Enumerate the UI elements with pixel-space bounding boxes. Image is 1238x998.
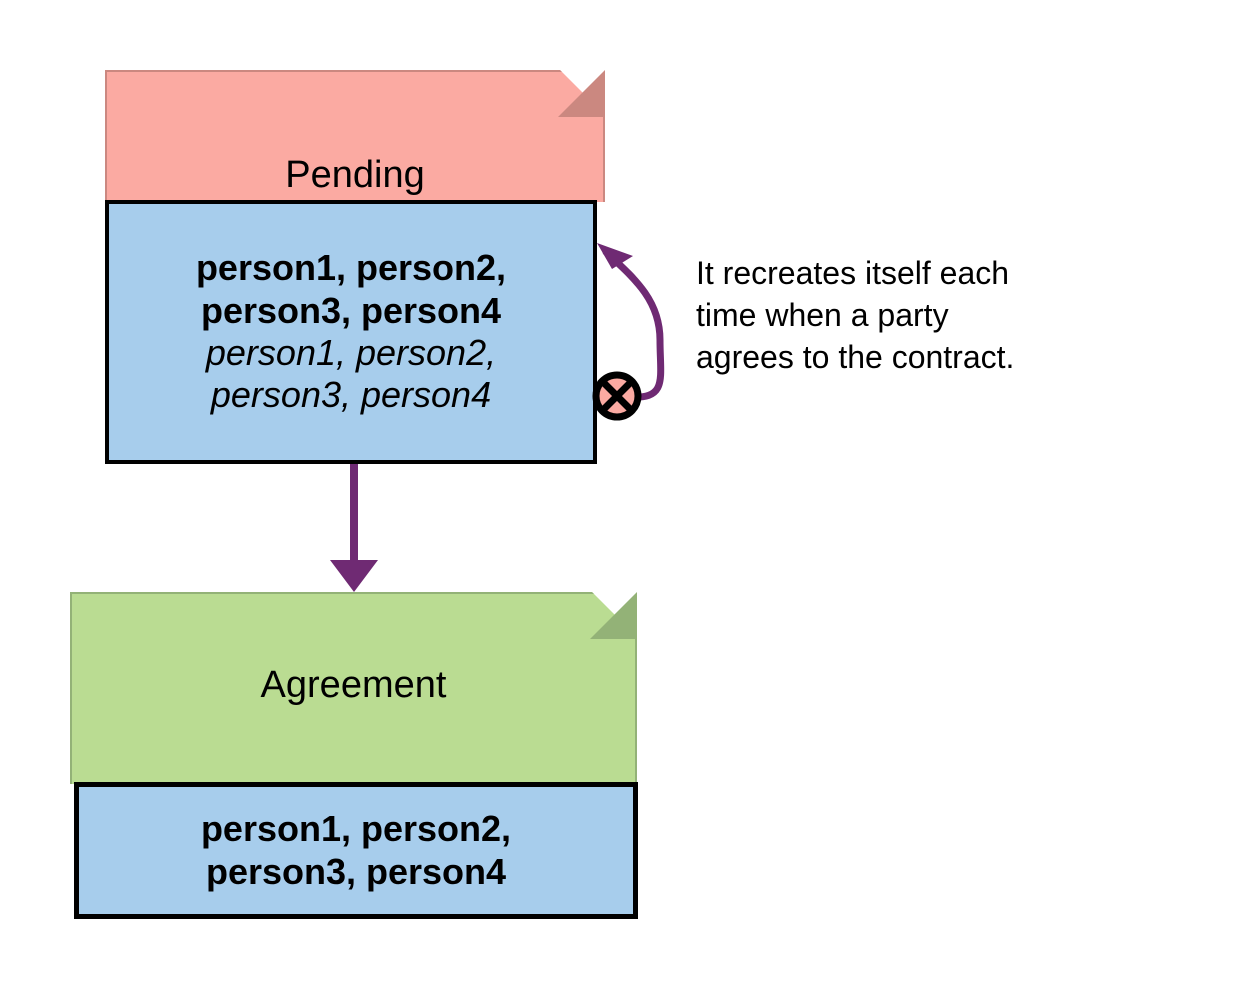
circle-cross-icon [592, 371, 642, 421]
agreement-note-shape [70, 592, 637, 784]
pending-note-header[interactable]: Pending [105, 70, 605, 202]
pending-party-line-2: person3, person4 [200, 289, 502, 331]
pending-to-agreement-edge[interactable] [330, 464, 378, 592]
pending-party-line-4: person3, person4 [210, 374, 492, 416]
annotation-line-2: time when a party [696, 297, 949, 334]
pending-to-agreement-arrowhead-icon [330, 560, 378, 592]
pending-note-shape [105, 70, 605, 202]
agreement-note-header[interactable]: Agreement [70, 592, 637, 784]
agreement-party-list[interactable]: person1, person2, person3, person4 [74, 782, 638, 919]
self-loop-path [602, 248, 665, 401]
annotation-note: It recreates itself each time when a par… [696, 252, 1136, 379]
agreement-party-line-2: person3, person4 [205, 850, 507, 892]
pending-party-line-1: person1, person2, [195, 247, 507, 289]
agreement-title: Agreement [260, 664, 447, 706]
pending-party-line-3: person1, person2, [205, 332, 497, 373]
self-loop-arrowhead-icon [597, 243, 633, 269]
agreement-party-line-1: person1, person2, [200, 808, 512, 850]
pending-party-list[interactable]: person1, person2, person3, person4 perso… [105, 200, 597, 464]
annotation-line-1: It recreates itself each [696, 255, 1010, 291]
annotation-line-3: agrees to the contract. [696, 339, 1015, 376]
pending-title: Pending [285, 154, 425, 196]
self-loop-edge[interactable] [592, 243, 665, 421]
